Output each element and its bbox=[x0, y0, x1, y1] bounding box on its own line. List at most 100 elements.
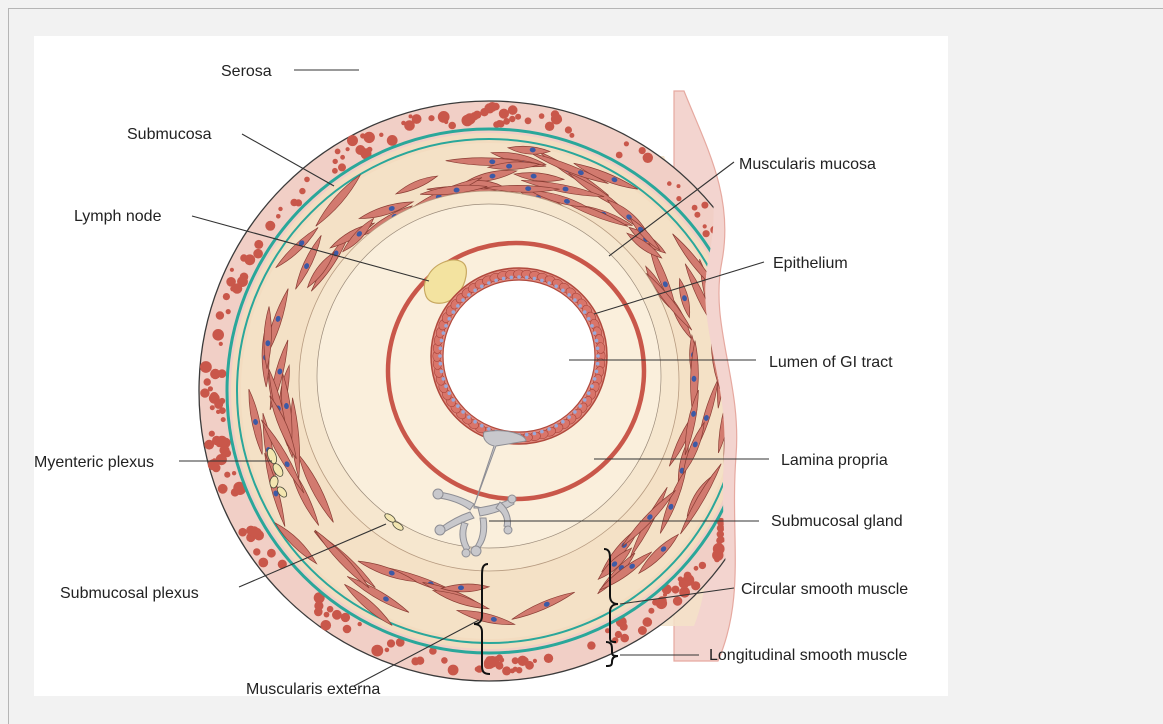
fat-dot bbox=[684, 574, 691, 581]
fat-dot bbox=[544, 654, 553, 663]
fat-dot bbox=[766, 402, 774, 410]
fat-dot bbox=[755, 429, 762, 436]
fat-dot bbox=[487, 102, 497, 112]
fat-dot bbox=[512, 657, 519, 664]
epithelial-nucleus bbox=[593, 331, 597, 335]
fat-dot bbox=[444, 120, 448, 124]
epithelial-nucleus bbox=[578, 304, 582, 308]
fat-dot bbox=[343, 625, 352, 634]
fat-dot bbox=[208, 386, 213, 391]
fat-dot bbox=[756, 321, 763, 328]
fat-dot bbox=[341, 613, 350, 622]
fat-dot bbox=[753, 387, 757, 391]
epithelial-nucleus bbox=[596, 347, 600, 351]
epithelial-nucleus bbox=[561, 420, 565, 424]
fat-dot bbox=[760, 363, 766, 369]
fat-dot bbox=[638, 626, 647, 635]
epithelial-nucleus bbox=[444, 384, 448, 388]
fat-dot bbox=[525, 661, 534, 670]
fat-dot bbox=[265, 221, 275, 231]
fat-dot bbox=[758, 438, 764, 444]
epithelial-nucleus bbox=[573, 410, 577, 414]
fat-dot bbox=[314, 601, 323, 610]
epithelial-nucleus bbox=[440, 370, 444, 374]
epithelial-nucleus bbox=[442, 377, 446, 381]
label-serosa: Serosa bbox=[221, 63, 272, 80]
label-muscularis-externa: Muscularis externa bbox=[246, 681, 380, 696]
epithelial-nucleus bbox=[595, 339, 599, 343]
fat-dot bbox=[759, 326, 770, 337]
fat-dot bbox=[672, 586, 680, 594]
fat-dot bbox=[723, 260, 728, 265]
fat-dot bbox=[358, 622, 362, 626]
fat-dot bbox=[216, 410, 220, 414]
fat-dot bbox=[335, 149, 341, 155]
fat-dot bbox=[253, 548, 260, 555]
epithelial-nucleus bbox=[440, 339, 444, 343]
fat-dot bbox=[691, 581, 700, 590]
fat-dot bbox=[276, 214, 281, 219]
epithelial-nucleus bbox=[567, 415, 571, 419]
epithelial-nucleus bbox=[448, 317, 452, 321]
fat-dot bbox=[667, 181, 672, 186]
fat-dot bbox=[387, 639, 395, 647]
fat-dot bbox=[290, 199, 298, 207]
epithelial-nucleus bbox=[467, 293, 471, 297]
fat-dot bbox=[754, 419, 760, 425]
fat-dot bbox=[502, 666, 511, 675]
epithelial-nucleus bbox=[438, 354, 442, 358]
epithelial-nucleus bbox=[533, 432, 537, 436]
fat-dot bbox=[757, 361, 761, 365]
epithelial-nucleus bbox=[439, 347, 443, 351]
fat-dot bbox=[759, 400, 767, 408]
fat-dot bbox=[364, 132, 375, 143]
fat-dot bbox=[214, 400, 223, 409]
figure-canvas: Serosa Submucosa Lymph node Myenteric pl… bbox=[34, 36, 948, 696]
fat-dot bbox=[545, 122, 554, 131]
fat-dot bbox=[736, 525, 742, 531]
fat-dot bbox=[754, 319, 758, 323]
epithelial-nucleus bbox=[578, 404, 582, 408]
fat-dot bbox=[744, 474, 752, 482]
epithelial-nucleus bbox=[442, 331, 446, 335]
epithelial-nucleus bbox=[456, 304, 460, 308]
fat-dot bbox=[412, 114, 422, 124]
fat-dot bbox=[340, 155, 345, 160]
epithelial-nucleus bbox=[461, 298, 465, 302]
epithelial-nucleus bbox=[561, 289, 565, 293]
epithelial-nucleus bbox=[583, 398, 587, 402]
fat-dot bbox=[747, 312, 755, 320]
epithelial-nucleus bbox=[510, 276, 514, 280]
fat-dot bbox=[332, 610, 342, 620]
fat-dot bbox=[639, 147, 646, 154]
fat-dot bbox=[533, 659, 537, 663]
fat-dot bbox=[253, 249, 263, 259]
fat-dot bbox=[387, 135, 398, 146]
fat-dot bbox=[761, 387, 769, 395]
fat-dot bbox=[565, 126, 572, 133]
fat-dot bbox=[508, 105, 518, 115]
fat-dot bbox=[338, 163, 346, 171]
fat-dot bbox=[750, 301, 755, 306]
epithelial-nucleus bbox=[461, 410, 465, 414]
fat-dot bbox=[692, 205, 698, 211]
fat-dot bbox=[499, 657, 504, 662]
fat-dot bbox=[238, 528, 247, 537]
fat-dot bbox=[758, 399, 767, 408]
label-myenteric-plexus: Myenteric plexus bbox=[34, 454, 154, 471]
epithelial-nucleus bbox=[452, 310, 456, 314]
fat-dot bbox=[673, 596, 682, 605]
fat-dot bbox=[753, 321, 758, 326]
fat-dot bbox=[766, 417, 773, 424]
fat-dot bbox=[525, 117, 532, 124]
fat-dot bbox=[615, 631, 622, 638]
fat-dot bbox=[620, 623, 628, 631]
fat-dot bbox=[616, 152, 623, 159]
epithelial-nucleus bbox=[590, 384, 594, 388]
fat-dot bbox=[753, 346, 758, 351]
fat-dot bbox=[701, 202, 708, 209]
fat-dot bbox=[385, 648, 390, 653]
fat-dot bbox=[587, 641, 595, 649]
fat-dot bbox=[752, 433, 758, 439]
epithelial-nucleus bbox=[525, 433, 529, 437]
